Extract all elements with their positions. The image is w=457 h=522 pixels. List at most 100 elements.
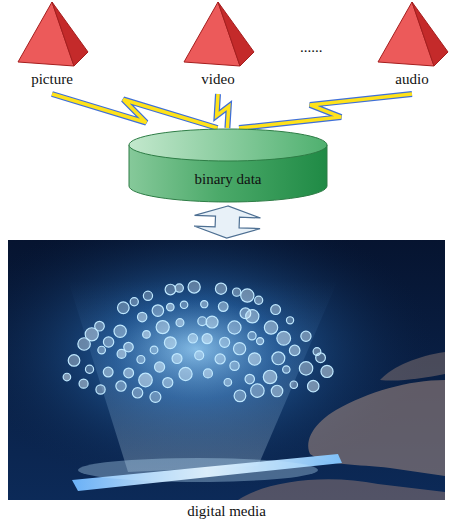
app-icon [150, 346, 158, 354]
text-line: binary data [128, 170, 328, 188]
app-icon [289, 345, 299, 355]
app-icon [283, 366, 290, 373]
text-group: picture [12, 70, 92, 88]
app-icon [224, 379, 232, 387]
digital-media-photo [8, 240, 445, 500]
cylinder-top [129, 129, 327, 161]
app-icon [251, 384, 264, 397]
app-icon [172, 354, 182, 364]
photo-glow [8, 240, 445, 500]
photo-ground [8, 240, 445, 500]
text-group: video [178, 70, 258, 88]
phone [72, 454, 342, 491]
app-icon [215, 283, 226, 294]
app-icon [116, 381, 126, 391]
app-icon [286, 317, 293, 324]
app-icon [188, 334, 197, 343]
pyramid-outline [178, 0, 258, 68]
app-icon [155, 362, 165, 372]
app-icon [117, 302, 129, 314]
app-icon [124, 368, 134, 378]
app-icon [272, 352, 285, 365]
app-icon [201, 301, 208, 308]
app-icon [234, 390, 246, 402]
app-icon [85, 365, 93, 373]
app-icon [180, 301, 187, 308]
app-icons [63, 281, 333, 403]
app-icon [290, 381, 297, 388]
app-icon [257, 338, 264, 345]
text-line: video [178, 70, 258, 88]
app-icon [248, 353, 260, 365]
app-icon [132, 388, 142, 398]
app-icon [220, 337, 230, 347]
lightning-connector [239, 94, 412, 128]
app-icon [103, 367, 113, 377]
app-icon [246, 310, 259, 323]
node-label: binary data [194, 170, 261, 188]
app-icon [137, 356, 145, 364]
lightning-bolt [217, 94, 229, 128]
app-icon [63, 373, 71, 381]
app-icon [68, 355, 80, 367]
app-icon [152, 305, 163, 316]
app-icon [79, 379, 88, 388]
text-group: digital media [8, 502, 445, 520]
app-icon [156, 321, 169, 334]
app-icon [124, 342, 134, 352]
text-line: audio [372, 70, 452, 88]
app-icon [176, 319, 184, 327]
app-icon [98, 346, 106, 354]
data-cylinder: binary data [128, 128, 328, 204]
node-label: picture [31, 70, 73, 88]
app-icon [233, 343, 245, 355]
app-icon [96, 385, 105, 394]
app-icon [218, 302, 228, 312]
app-icon [233, 288, 241, 296]
app-icon [264, 321, 277, 334]
lightning-outline [239, 94, 412, 128]
app-icon [299, 362, 312, 375]
app-icon [215, 354, 225, 364]
lightning-outline [217, 94, 229, 128]
text-group: binary data [128, 170, 328, 188]
app-icon [179, 367, 192, 380]
app-icon [230, 361, 239, 370]
app-icon [203, 369, 212, 378]
text-line: picture [12, 70, 92, 88]
text-line: digital media [8, 502, 445, 520]
app-icon [271, 305, 281, 315]
app-icon [150, 392, 161, 403]
block-arrow [194, 206, 260, 238]
lightning-outline [52, 94, 217, 128]
hand [238, 479, 445, 500]
app-icon [163, 378, 173, 388]
app-icon [271, 385, 282, 396]
app-icon [114, 325, 126, 337]
app-icon [167, 303, 175, 311]
node-label: video [201, 70, 234, 88]
double-arrow-shape [194, 206, 260, 238]
pyramid-outline [12, 0, 92, 68]
pyramid-side-face [412, 2, 448, 66]
lightning-bolt [239, 94, 412, 128]
app-icon [301, 331, 311, 341]
app-icon [137, 312, 146, 321]
app-icon [139, 373, 153, 387]
app-icon [95, 321, 105, 331]
caption: digital media [187, 502, 266, 520]
app-icon [228, 321, 241, 334]
app-icon [164, 337, 176, 349]
pyramid-outline [372, 0, 452, 68]
app-icon [248, 332, 256, 340]
media-photo-box: digital media [8, 240, 445, 520]
app-icon [143, 291, 152, 300]
lightning-bolt [52, 94, 217, 128]
source-pyramid: video [178, 0, 258, 94]
app-icon [316, 353, 326, 363]
app-icon [263, 370, 276, 383]
app-icon [241, 289, 254, 302]
source-pyramid: audio [372, 0, 452, 94]
app-icon [321, 365, 333, 377]
